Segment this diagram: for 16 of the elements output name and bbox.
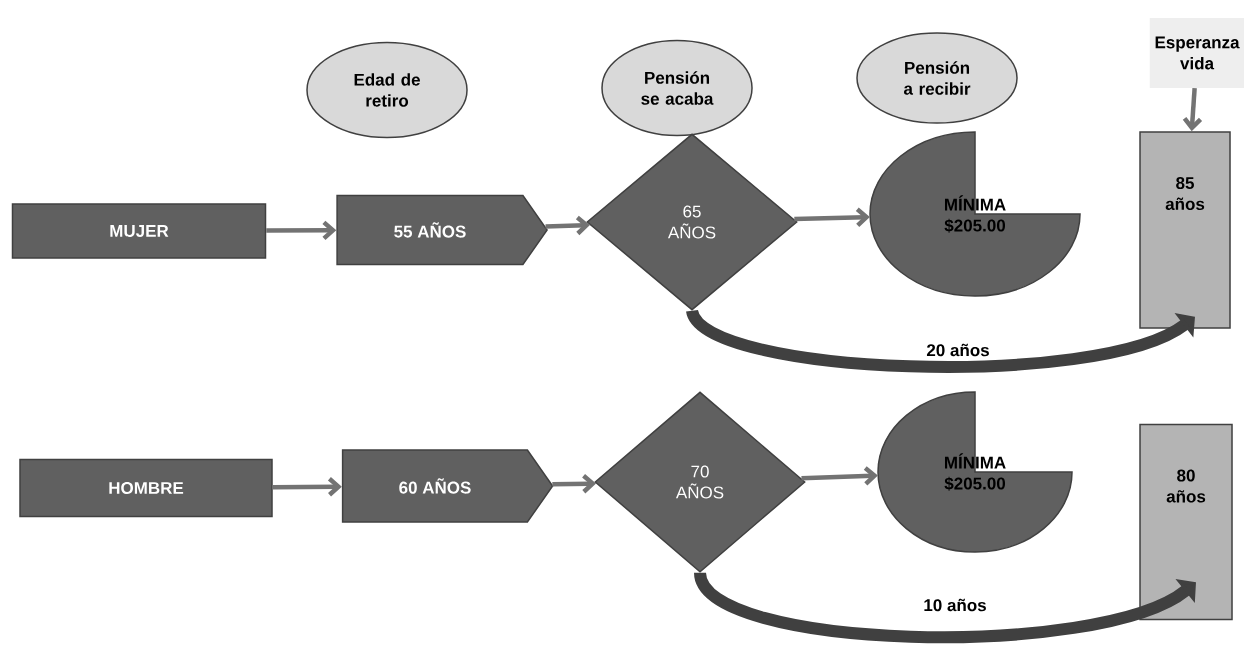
edge-label: 20 años bbox=[926, 343, 989, 357]
result-box: 80 años bbox=[1139, 423, 1233, 621]
result-box: 85 años bbox=[1139, 131, 1231, 329]
process-box: MUJER bbox=[11, 203, 267, 259]
arrow bbox=[686, 307, 1195, 373]
arrow bbox=[1182, 88, 1203, 132]
arrow bbox=[272, 477, 342, 497]
header-label: Esperanza vida bbox=[1149, 18, 1244, 88]
arrow bbox=[801, 466, 878, 486]
process-box: HOMBRE bbox=[19, 458, 273, 518]
arrow bbox=[694, 570, 1196, 643]
edge-label: 10 años bbox=[924, 598, 986, 612]
arrow bbox=[794, 207, 870, 227]
arrow bbox=[266, 220, 337, 241]
arrow bbox=[552, 474, 597, 494]
arrow bbox=[545, 215, 590, 236]
